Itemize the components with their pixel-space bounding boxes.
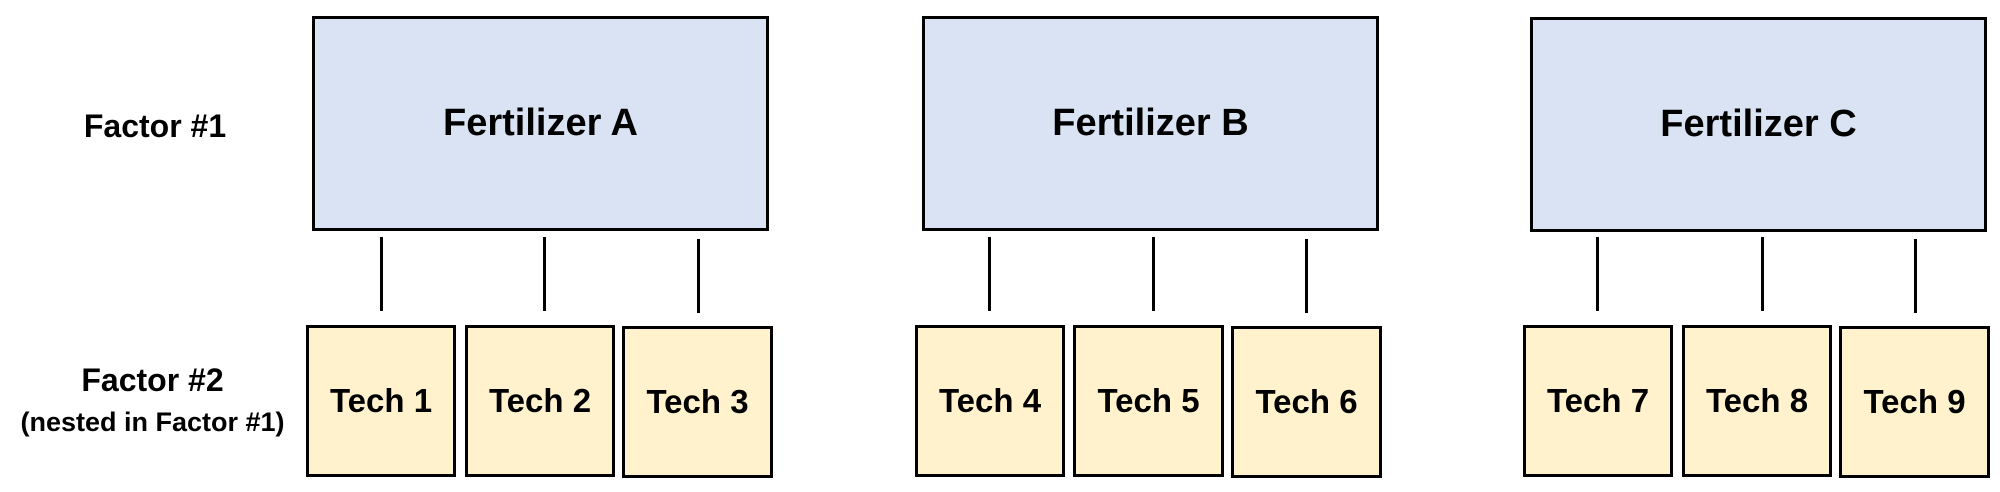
tech-box: Tech 6	[1231, 326, 1382, 478]
tech-box: Tech 3	[622, 326, 773, 478]
connector-line	[697, 239, 700, 313]
connector-line	[1305, 239, 1308, 313]
factor2-sublabel: (nested in Factor #1)	[20, 407, 285, 437]
tech-box: Tech 9	[1839, 326, 1990, 478]
connector-line	[1152, 237, 1155, 311]
connector-line	[543, 237, 546, 311]
factor2-label: Factor #2 (nested in Factor #1)	[0, 362, 305, 438]
connector-line	[1914, 239, 1917, 313]
connector-line	[988, 237, 991, 311]
connector-line	[1761, 237, 1764, 311]
fertilizer-b-box: Fertilizer B	[922, 16, 1379, 231]
factor1-label: Factor #1	[83, 108, 227, 144]
tech-box: Tech 8	[1682, 325, 1832, 477]
tech-box: Tech 7	[1523, 325, 1673, 477]
tech-box: Tech 1	[306, 325, 456, 477]
fertilizer-a-box: Fertilizer A	[312, 16, 769, 231]
tech-box: Tech 4	[915, 325, 1065, 477]
tech-box: Tech 5	[1073, 325, 1224, 477]
connector-line	[1596, 237, 1599, 311]
tech-box: Tech 2	[465, 325, 615, 477]
fertilizer-c-box: Fertilizer C	[1530, 17, 1987, 232]
factor2-title: Factor #2	[81, 362, 224, 398]
connector-line	[380, 237, 383, 311]
